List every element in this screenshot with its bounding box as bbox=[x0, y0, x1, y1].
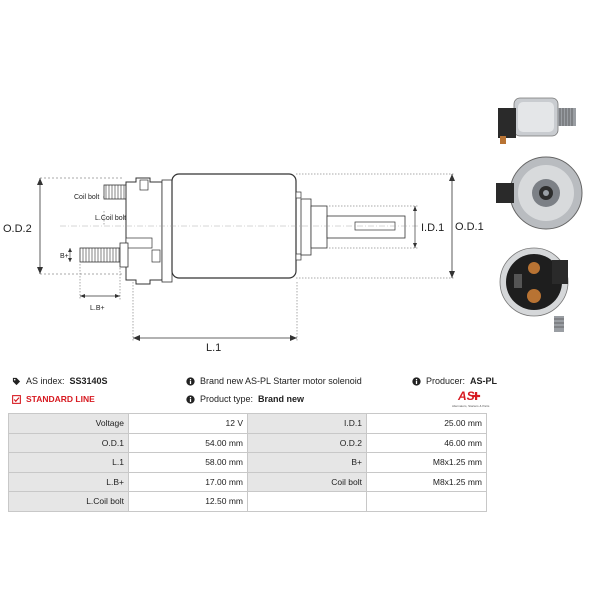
l1-dimension: L.1 bbox=[132, 282, 298, 354]
spec-key: Voltage bbox=[8, 413, 129, 434]
spec-value: 46.00 mm bbox=[366, 432, 487, 453]
logo-tagline: Alternators, Starters & Parts bbox=[452, 404, 490, 408]
product-type: Product type: Brand new bbox=[186, 394, 304, 404]
id1-dimension: I.D.1 bbox=[329, 205, 444, 249]
product-type-value: Brand new bbox=[258, 394, 305, 404]
standard-line: STANDARD LINE bbox=[12, 394, 95, 404]
spec-value: 12.50 mm bbox=[128, 491, 248, 512]
spec-key: O.D.2 bbox=[247, 432, 367, 453]
spec-value: 54.00 mm bbox=[128, 432, 248, 453]
info-icon bbox=[412, 376, 421, 386]
terminal-cap bbox=[125, 177, 173, 285]
as-index: AS index: SS3140S bbox=[12, 376, 108, 386]
lbplus-dimension: L.B+ bbox=[79, 264, 121, 312]
description: Brand new AS-PL Starter motor solenoid bbox=[186, 376, 362, 386]
spec-key: I.D.1 bbox=[247, 413, 367, 434]
producer: Producer: AS-PL bbox=[412, 376, 497, 386]
product-photo-side bbox=[498, 97, 576, 144]
as-index-value: SS3140S bbox=[69, 376, 108, 386]
spec-key bbox=[247, 491, 367, 512]
product-type-label: Product type: bbox=[200, 394, 254, 404]
coil-bolt-label: Coil bolt bbox=[74, 194, 99, 201]
producer-label: Producer: bbox=[426, 376, 466, 386]
spec-value bbox=[366, 491, 487, 512]
spec-key: Coil bolt bbox=[247, 471, 367, 492]
l-coil-bolt-label: L.Coil bolt bbox=[95, 215, 126, 222]
product-photo-rear bbox=[499, 247, 569, 332]
product-photo-front bbox=[496, 156, 583, 230]
spec-key: O.D.1 bbox=[8, 432, 129, 453]
tag-icon bbox=[12, 377, 21, 385]
description-text: Brand new AS-PL Starter motor solenoid bbox=[200, 376, 362, 386]
as-logo: AS Alternators, Starters & Parts bbox=[452, 389, 490, 408]
b-plus-label: B+ bbox=[60, 253, 69, 260]
standard-line-text: STANDARD LINE bbox=[26, 394, 95, 404]
od2-label: O.D.2 bbox=[3, 223, 32, 235]
spec-key: L.1 bbox=[8, 452, 129, 473]
l1-label: L.1 bbox=[206, 342, 221, 354]
checkbox-icon bbox=[12, 394, 21, 404]
b-plus-stud bbox=[79, 242, 129, 268]
id1-label: I.D.1 bbox=[421, 222, 444, 234]
info-icon bbox=[186, 394, 195, 404]
spec-value: 25.00 mm bbox=[366, 413, 487, 434]
spec-value: 12 V bbox=[128, 413, 248, 434]
od2-dimension: O.D.2 bbox=[3, 177, 122, 275]
od1-dimension: O.D.1 bbox=[296, 173, 484, 279]
logo-text: AS bbox=[457, 389, 475, 403]
spec-value: 17.00 mm bbox=[128, 471, 248, 492]
info-icon bbox=[186, 376, 195, 386]
lbplus-label: L.B+ bbox=[90, 305, 105, 312]
spec-key: L.B+ bbox=[8, 471, 129, 492]
as-index-label: AS index: bbox=[26, 376, 65, 386]
spec-value: M8x1.25 mm bbox=[366, 452, 487, 473]
technical-drawing: O.D.2 Coil bolt L.Coil bolt B+ bbox=[3, 173, 484, 354]
spec-key: L.Coil bolt bbox=[8, 491, 129, 512]
spec-key: B+ bbox=[247, 452, 367, 473]
producer-value: AS-PL bbox=[470, 376, 498, 386]
od1-label: O.D.1 bbox=[455, 221, 484, 233]
coil-bolt bbox=[103, 184, 127, 200]
spec-value: M8x1.25 mm bbox=[366, 471, 487, 492]
plunger bbox=[295, 191, 406, 261]
spec-value: 58.00 mm bbox=[128, 452, 248, 473]
product-photos bbox=[496, 97, 583, 332]
